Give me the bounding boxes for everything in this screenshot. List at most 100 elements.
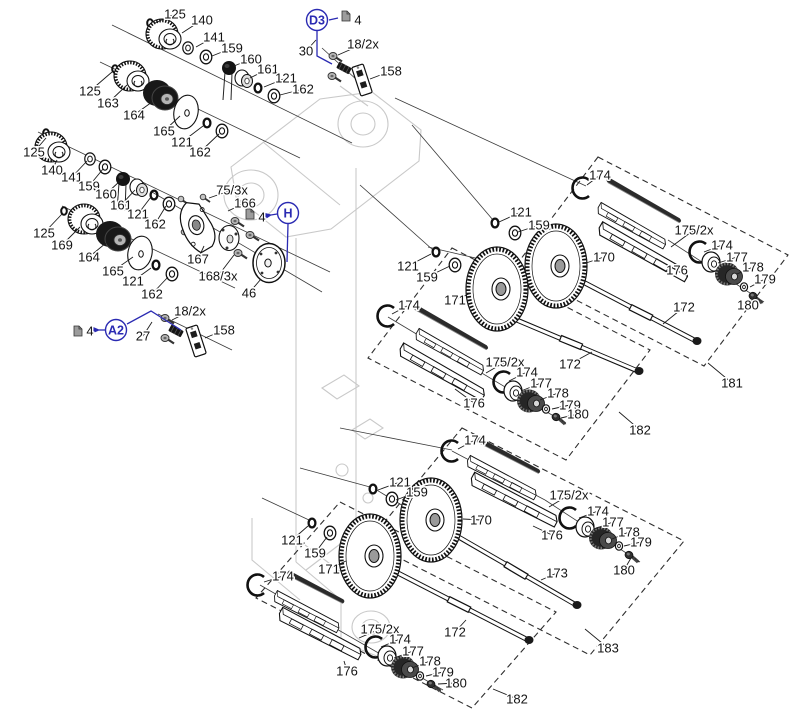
- part-number-label: 179: [559, 398, 581, 413]
- part-number-label: 18/2x: [347, 37, 379, 52]
- part-number-label: 165: [153, 124, 175, 139]
- explosion-axis-lines: [37, 24, 765, 691]
- part-number-label: 159: [528, 218, 550, 233]
- part-number-label: 162: [292, 82, 314, 97]
- label-leader-line: [199, 133, 220, 153]
- label-leader-line: [656, 258, 678, 271]
- part-number-label: 171: [318, 562, 340, 577]
- part-number-label: 125: [23, 145, 45, 160]
- part-number-label: 172: [559, 357, 581, 372]
- label-leader-line: [33, 137, 47, 153]
- label-leader-line: [208, 189, 233, 199]
- part-number-label: 173: [546, 566, 568, 581]
- label-leader-line: [133, 101, 153, 116]
- label-leader-line: [393, 650, 414, 659]
- callout-label: A2: [108, 324, 124, 338]
- part-number-label: 140: [191, 13, 213, 28]
- part-number-label: 176: [666, 263, 688, 278]
- part-number-label: 121: [122, 274, 144, 289]
- label-leader-line: [717, 256, 738, 264]
- part-number-label: 166: [234, 196, 256, 211]
- label-leader-line: [551, 404, 571, 410]
- part-number-label: 172: [444, 625, 466, 640]
- label-leader-line: [197, 245, 205, 260]
- boundary-182-upper: [367, 247, 651, 461]
- part-number-label: 125: [164, 7, 186, 22]
- label-leader-line: [611, 531, 630, 540]
- part-number-label: 158: [380, 64, 402, 79]
- callout-bubble-D3: [305, 8, 329, 32]
- part-number-label: 121: [389, 475, 411, 490]
- label-leader-line: [51, 159, 58, 171]
- part-number-label: 30: [299, 44, 313, 59]
- label-leader-line: [391, 304, 410, 315]
- part-number-label: 176: [541, 528, 563, 543]
- part-number-label: 163: [97, 96, 119, 111]
- part-number-label: 179: [432, 665, 454, 680]
- label-leader-line: [662, 306, 685, 325]
- label-leader-line: [337, 43, 364, 56]
- label-leader-line: [358, 628, 381, 639]
- label-leader-line: [107, 84, 128, 104]
- label-leader-line: [88, 242, 107, 258]
- part-number-label: 172: [673, 300, 695, 315]
- label-leader-line: [343, 660, 348, 672]
- part-number-label: 174: [398, 298, 420, 313]
- shaft-172-middle: [504, 312, 644, 375]
- part-number-label: 121: [281, 533, 303, 548]
- part-number-label: 178: [547, 386, 569, 401]
- part-number-label: 159: [406, 485, 428, 500]
- part-number-label: 177: [402, 644, 424, 659]
- label-leader-line: [520, 382, 542, 392]
- gear-171-upper: [464, 245, 530, 333]
- ghost-machine-frame: [223, 85, 422, 663]
- label-leader-line: [105, 180, 121, 195]
- label-leader-line: [462, 518, 482, 521]
- part-number-label: 164: [123, 108, 145, 123]
- label-leader-line: [454, 388, 475, 404]
- document-icon: [245, 208, 255, 220]
- label-leader-line: [747, 297, 755, 306]
- label-leader-line: [454, 619, 467, 633]
- part-number-label: 162: [189, 145, 211, 160]
- part-number-label: 180: [613, 563, 635, 578]
- part-number-label: 179: [630, 535, 652, 550]
- boundary-182-lower: [255, 501, 557, 709]
- label-leader-line: [485, 361, 506, 374]
- part-number-label: 121: [397, 259, 419, 274]
- label-leader-line: [707, 362, 733, 384]
- label-leader-line: [377, 481, 401, 491]
- label-leader-line: [578, 510, 599, 519]
- label-leader-line: [457, 439, 476, 450]
- label-leader-line: [181, 125, 204, 143]
- label-leader-line: [151, 276, 169, 295]
- label-leader-line: [454, 292, 472, 301]
- part-number-label: 170: [470, 513, 492, 528]
- part-number-label: 178: [419, 654, 441, 669]
- label-leader-line: [584, 628, 609, 649]
- part-number-label: 159: [416, 270, 438, 285]
- part-number-label: 171: [444, 293, 466, 308]
- part-number-label: 176: [463, 396, 485, 411]
- shaft-173: [453, 532, 582, 609]
- label-leader-line: [328, 560, 347, 570]
- label-leader-line: [395, 491, 418, 501]
- part-number-label: 170: [593, 250, 615, 265]
- label-leader-line: [623, 557, 632, 571]
- callout-bubble-H: [276, 201, 300, 225]
- label-leader-line: [249, 68, 269, 79]
- part-number-label: 18/2x: [174, 304, 206, 319]
- part-number-label: 168/3x: [198, 269, 238, 284]
- shaft-172-upper: [581, 279, 702, 345]
- label-leader-line: [248, 278, 262, 294]
- part-number-label: 159: [304, 546, 326, 561]
- document-icon: [341, 10, 351, 22]
- part-number-label: 176: [336, 664, 358, 679]
- part-number-label: 159: [221, 41, 243, 56]
- label-leader-line: [71, 160, 88, 178]
- label-leader-line: [540, 572, 558, 581]
- label-leader-line: [137, 196, 152, 215]
